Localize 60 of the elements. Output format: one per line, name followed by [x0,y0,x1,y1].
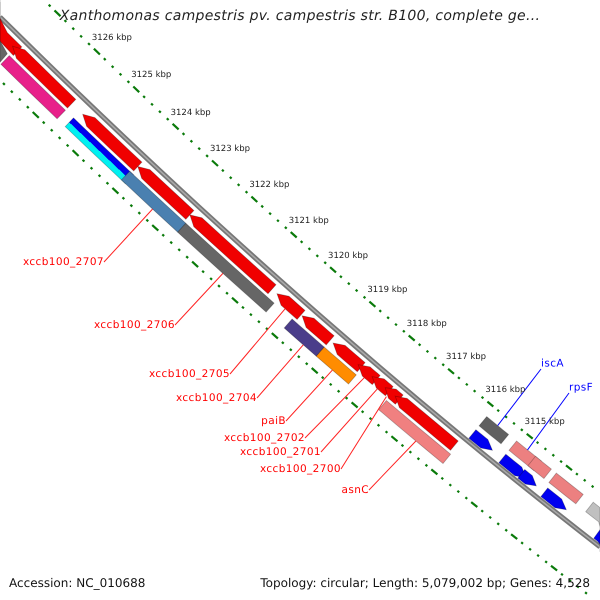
gene-label: xccb100_2702 [224,432,305,444]
tick-label: 3125 kbp [131,71,172,80]
leader-line [230,308,286,374]
title: Xanthomonas campestris pv. campestris str. B100, complete ge... [58,8,542,24]
tick-label: 3119 kbp [367,286,408,294]
gene-label: xccb100_2701 [240,446,321,458]
leader-line [340,396,387,470]
gene-block [276,293,306,320]
gene-block [284,318,325,357]
tick-label: 3120 kbp [328,252,368,260]
leader-line [368,440,416,490]
leader-line [104,208,154,262]
gene-block [120,170,186,233]
gene-block [12,46,76,109]
gene-block [358,364,381,386]
gene-block [0,55,66,120]
leader-line [527,392,570,450]
gene-block [189,214,277,294]
tick-label: 3115 kbp [524,418,565,426]
gene-block [468,429,494,451]
gene-block [585,502,600,532]
tick-label: 3123 kbp [210,144,250,154]
gene-label: xccb100_2700 [260,464,341,474]
footer-text: Topology: circular; Length: 5,079,002 bp; Genes: 4,528 [260,576,590,590]
gene-block [517,468,537,486]
gene-block [378,400,452,464]
gene-block [332,342,366,372]
gene-block [137,166,194,220]
gene-block [302,315,335,346]
gene-label: iscA [541,358,564,369]
gene-block [540,487,567,510]
gene-block [593,528,600,552]
tick-label: 3124 kbp [170,108,211,117]
gene-block [478,416,510,444]
gene-block [177,222,275,313]
tick-label: 3121 kbp [288,216,329,226]
gene-block [548,472,584,504]
leader-line [286,370,333,422]
tick-label: 3116 kbp [485,386,526,394]
gene-label: xccb100_2705 [148,368,230,380]
footer-text: Accession: NC_010688 [9,576,146,590]
gene-label: rpsF [569,382,594,393]
gene-label: xccb100_2704 [176,392,257,404]
leader-line [174,272,224,326]
gene-block [394,396,459,451]
tick-label: 3126 kbp [92,33,132,42]
tick-label: 3118 kbp [406,320,447,328]
gene-block [316,346,357,385]
leader-line [497,368,542,426]
gene-label: xccb100_2707 [22,256,104,268]
leader-line [256,344,304,398]
tick-label: 3122 kbp [249,181,290,190]
gene-label: asnC [342,484,369,496]
gene-label: paiB [261,416,286,426]
gene-block [527,456,552,480]
tick-label: 3117 kbp [446,353,486,362]
leader-line [320,388,378,452]
gene-block [82,114,142,172]
leader-line [304,377,365,438]
gene-label: xccb100_2706 [94,320,175,330]
